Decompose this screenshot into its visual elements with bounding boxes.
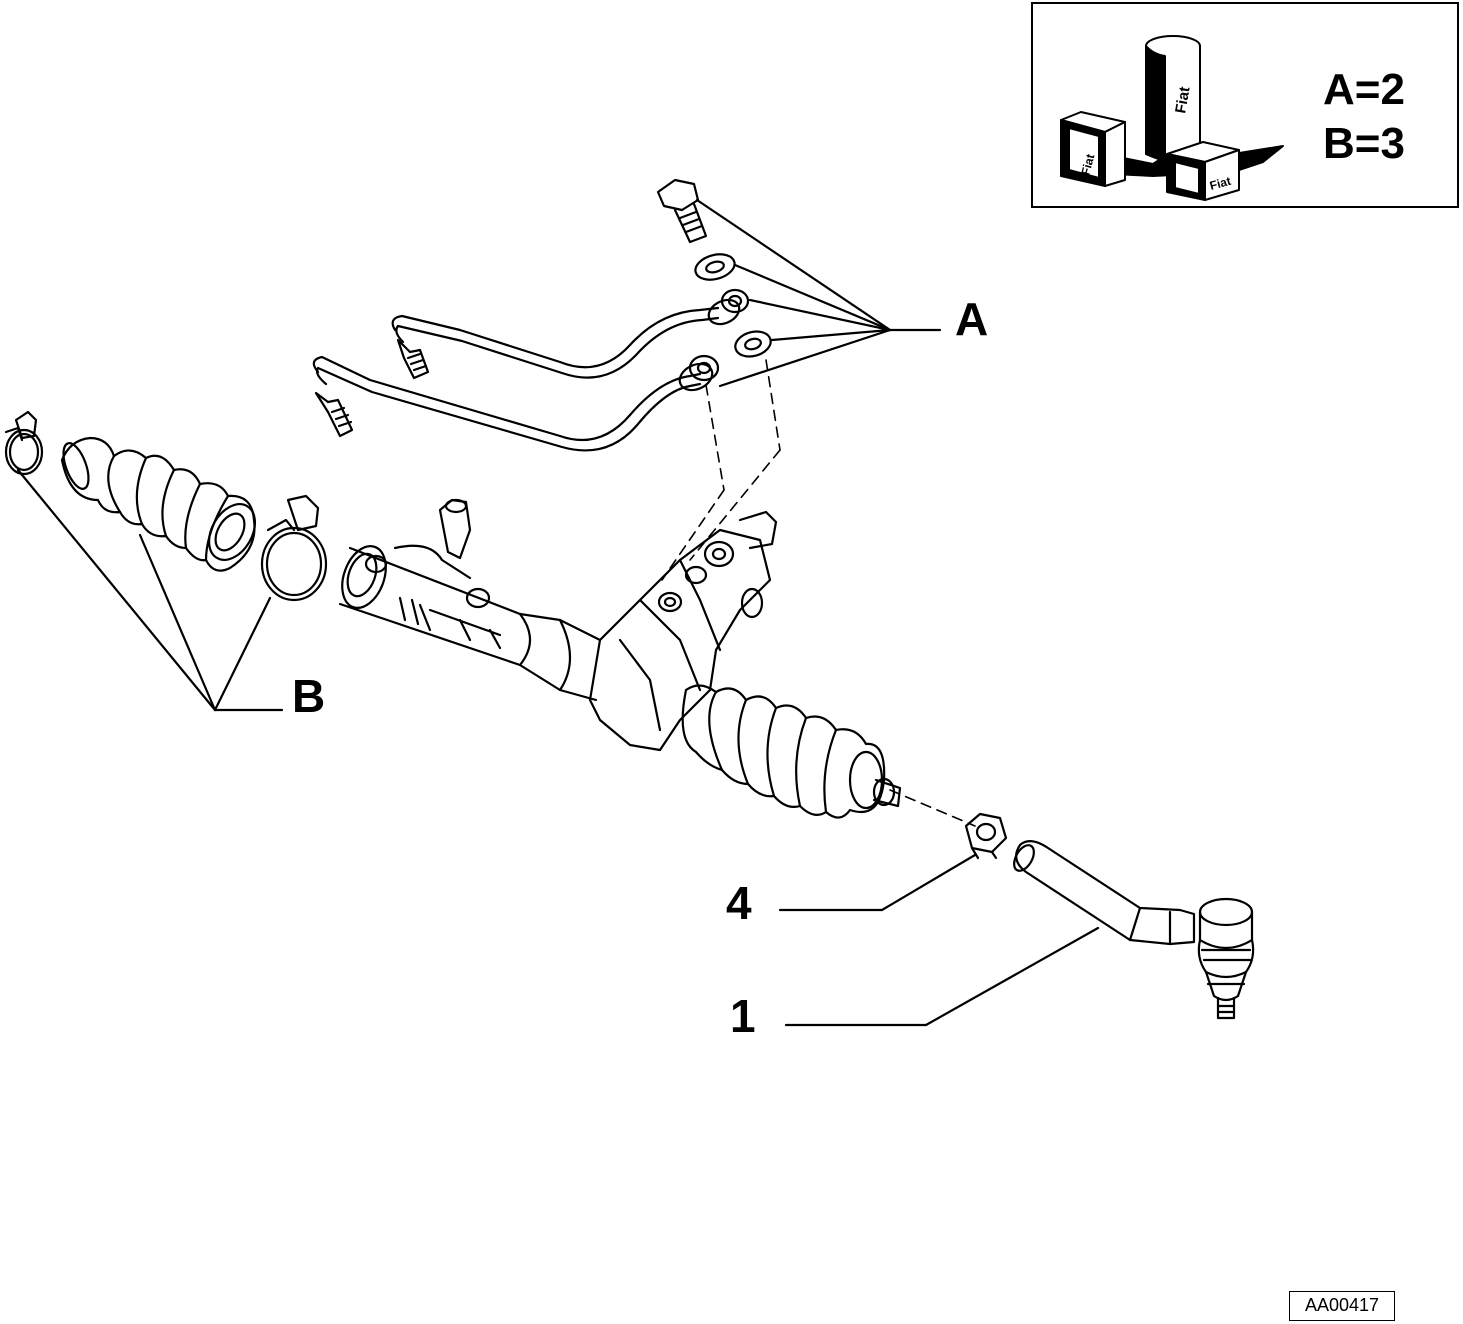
- left-bellows: [60, 436, 257, 572]
- tie-rod-end: [1013, 840, 1255, 1020]
- rack-housing: [338, 498, 778, 752]
- leader-lines-b: [16, 468, 284, 712]
- hydraulic-pipes: [312, 306, 720, 452]
- reference-code: AA00417: [1289, 1291, 1395, 1321]
- callout-1: 1: [730, 990, 756, 1042]
- banjo-bolt: [656, 178, 708, 244]
- sealing-washers: [694, 253, 772, 358]
- assembly-guides: [661, 359, 976, 827]
- boot-clamps: [4, 410, 328, 602]
- brand-label-right: Fiat: [1208, 174, 1232, 193]
- lock-nut: [964, 812, 1008, 860]
- callout-a: A: [955, 293, 989, 345]
- quantity-a: A=2: [1323, 65, 1405, 114]
- quantity-inset: Fiat Fiat Fiat A=2 B=3: [1031, 2, 1459, 208]
- right-bellows: [681, 684, 902, 819]
- leader-line-1: [784, 926, 1100, 1027]
- callout-b: B: [292, 670, 326, 722]
- lubricant-products-icon: Fiat Fiat Fiat: [1060, 35, 1284, 201]
- leader-lines-a: [695, 198, 942, 388]
- quantity-b: B=3: [1323, 119, 1405, 168]
- brand-label-cylinder: Fiat: [1172, 85, 1193, 114]
- callout-4: 4: [726, 877, 752, 929]
- pipe-fittings: [314, 288, 750, 438]
- leader-line-4: [778, 853, 977, 912]
- brand-label-left: Fiat: [1078, 153, 1097, 177]
